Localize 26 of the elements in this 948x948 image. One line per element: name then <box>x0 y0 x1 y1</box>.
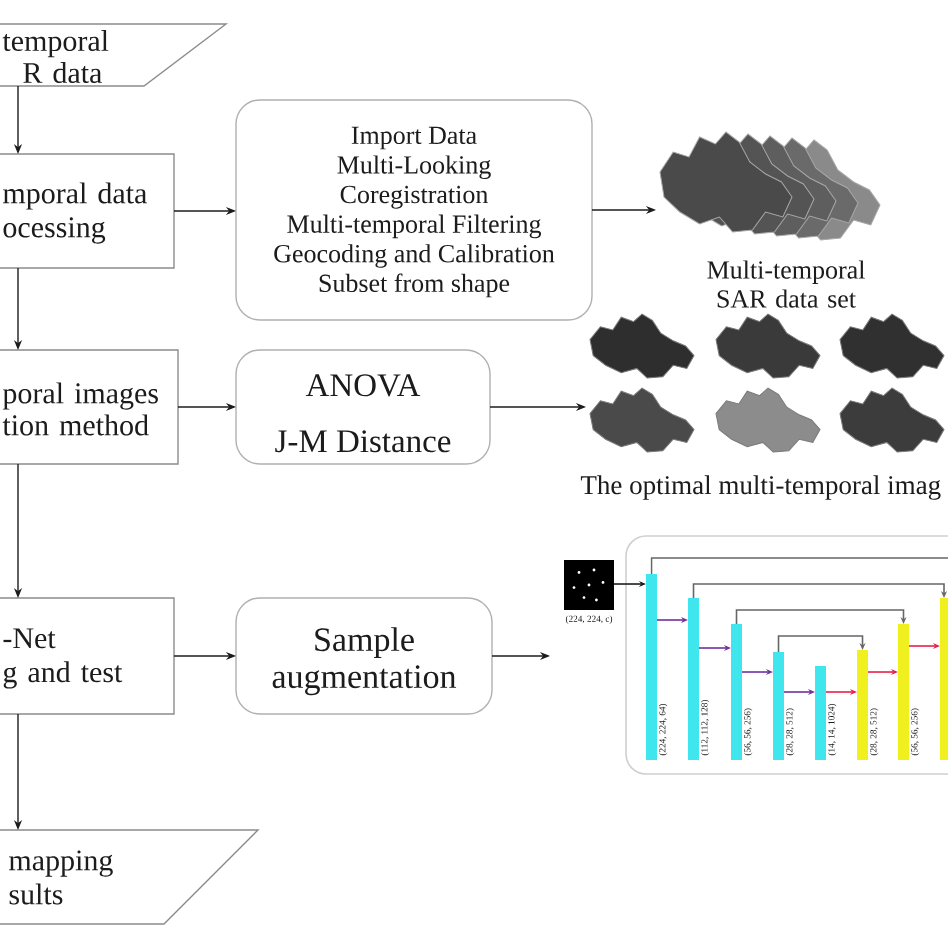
image-stack <box>659 131 881 241</box>
bar <box>857 650 868 760</box>
bar <box>731 624 742 760</box>
bar <box>773 652 784 760</box>
rounded-box: ANOVA J-M Distance <box>235 349 491 465</box>
parallelogram: mapping sults <box>0 829 260 925</box>
image-label: Multi-temporal SAR data set <box>707 260 865 308</box>
arrow <box>735 609 907 625</box>
parallelogram: temporal R data <box>0 23 229 87</box>
arrow <box>777 635 866 653</box>
process-box: mporal data ocessing <box>0 153 175 269</box>
bar <box>646 574 657 760</box>
rounded-box: Import Data Multi-Looking Coregistration Multi-temporal Filtering Geocoding and Calibration Subset from shape <box>235 99 593 321</box>
image-label: The optimal multi-temporal imag <box>580 475 941 500</box>
process-box: poral images tion method <box>0 349 179 465</box>
bar <box>898 624 909 760</box>
image-grid <box>589 313 945 453</box>
line <box>650 557 948 575</box>
bar <box>815 666 826 760</box>
rounded-panel <box>625 535 948 775</box>
input-image <box>564 560 614 610</box>
bar <box>688 598 699 760</box>
bar <box>940 598 948 760</box>
rounded-box: Sample augmentation <box>235 597 493 715</box>
arrow <box>692 583 948 599</box>
process-box: -Net g and test <box>0 597 175 715</box>
